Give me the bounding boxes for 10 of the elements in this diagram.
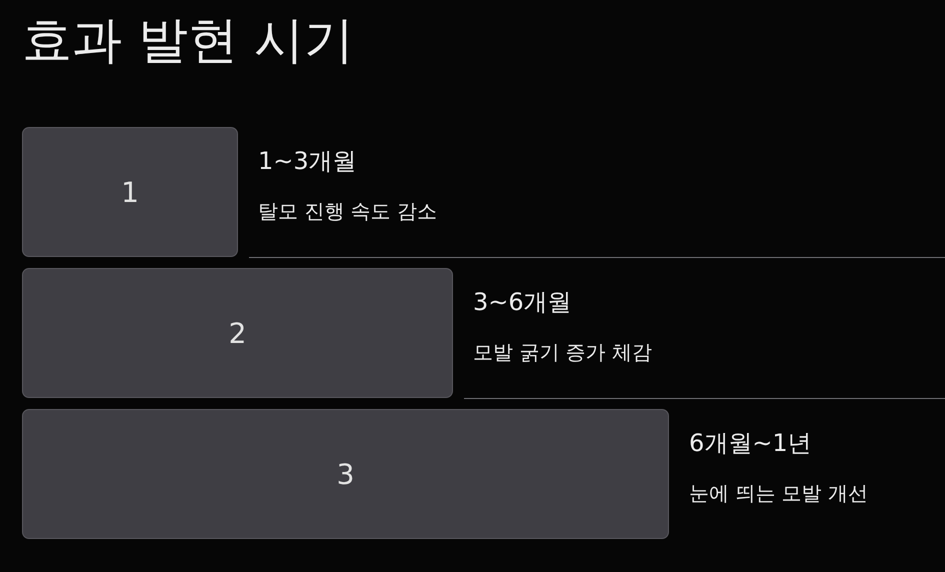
description-text: 탈모 진행 속도 감소 [258, 199, 438, 223]
period-label: 3~6개월 [473, 288, 572, 317]
step-bar: 3 [22, 409, 669, 539]
description-text: 모발 굵기 증가 체감 [473, 340, 652, 364]
step-bar: 2 [22, 268, 453, 398]
period-label: 1~3개월 [258, 147, 357, 176]
period-label: 6개월~1년 [689, 429, 812, 458]
title: 효과 발현 시기 [22, 10, 354, 70]
step-bar: 1 [22, 127, 238, 257]
description-text: 눈에 띄는 모발 개선 [689, 481, 868, 505]
